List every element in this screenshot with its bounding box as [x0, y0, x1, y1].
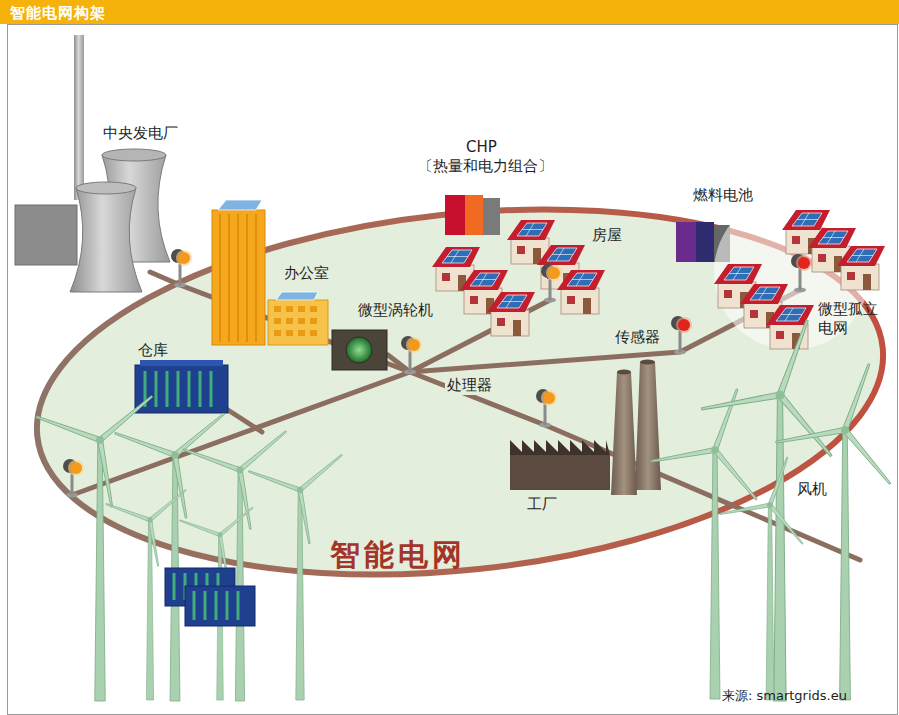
processor-label: 处理器 — [445, 376, 494, 395]
house-label: 房屋 — [592, 226, 622, 245]
factory — [510, 360, 661, 496]
chp-label: CHP — [466, 138, 497, 157]
wind-turbines — [35, 319, 892, 701]
micro-turbine — [332, 330, 387, 370]
micro-turbine-label: 微型涡轮机 — [356, 301, 435, 320]
factory-label: 工厂 — [525, 495, 559, 514]
chp-unit — [445, 195, 500, 235]
warehouse-battery — [135, 360, 228, 413]
wind-turbine-label: 风机 — [797, 480, 827, 499]
chp-note: 〔热量和电力组合〕 — [418, 157, 553, 176]
micro-grid — [714, 194, 885, 350]
source-note: 来源: smartgrids.eu — [722, 686, 847, 705]
grid-title: 智能电网 — [330, 537, 466, 573]
office-label: 办公室 — [282, 264, 331, 283]
plant-label: 中央发电厂 — [103, 124, 178, 143]
sensor-label: 传感器 — [613, 328, 662, 347]
title-text: 智能电网构架 — [10, 4, 106, 22]
micro-grid-label: 微型孤立电网 — [818, 300, 880, 338]
title-bar: 智能电网构架 — [0, 0, 899, 24]
houses — [432, 220, 605, 336]
fuel-cell-label: 燃料电池 — [693, 186, 753, 205]
battery-storage — [165, 568, 255, 626]
warehouse-label: 仓库 — [138, 341, 168, 360]
power-plant — [15, 35, 170, 292]
